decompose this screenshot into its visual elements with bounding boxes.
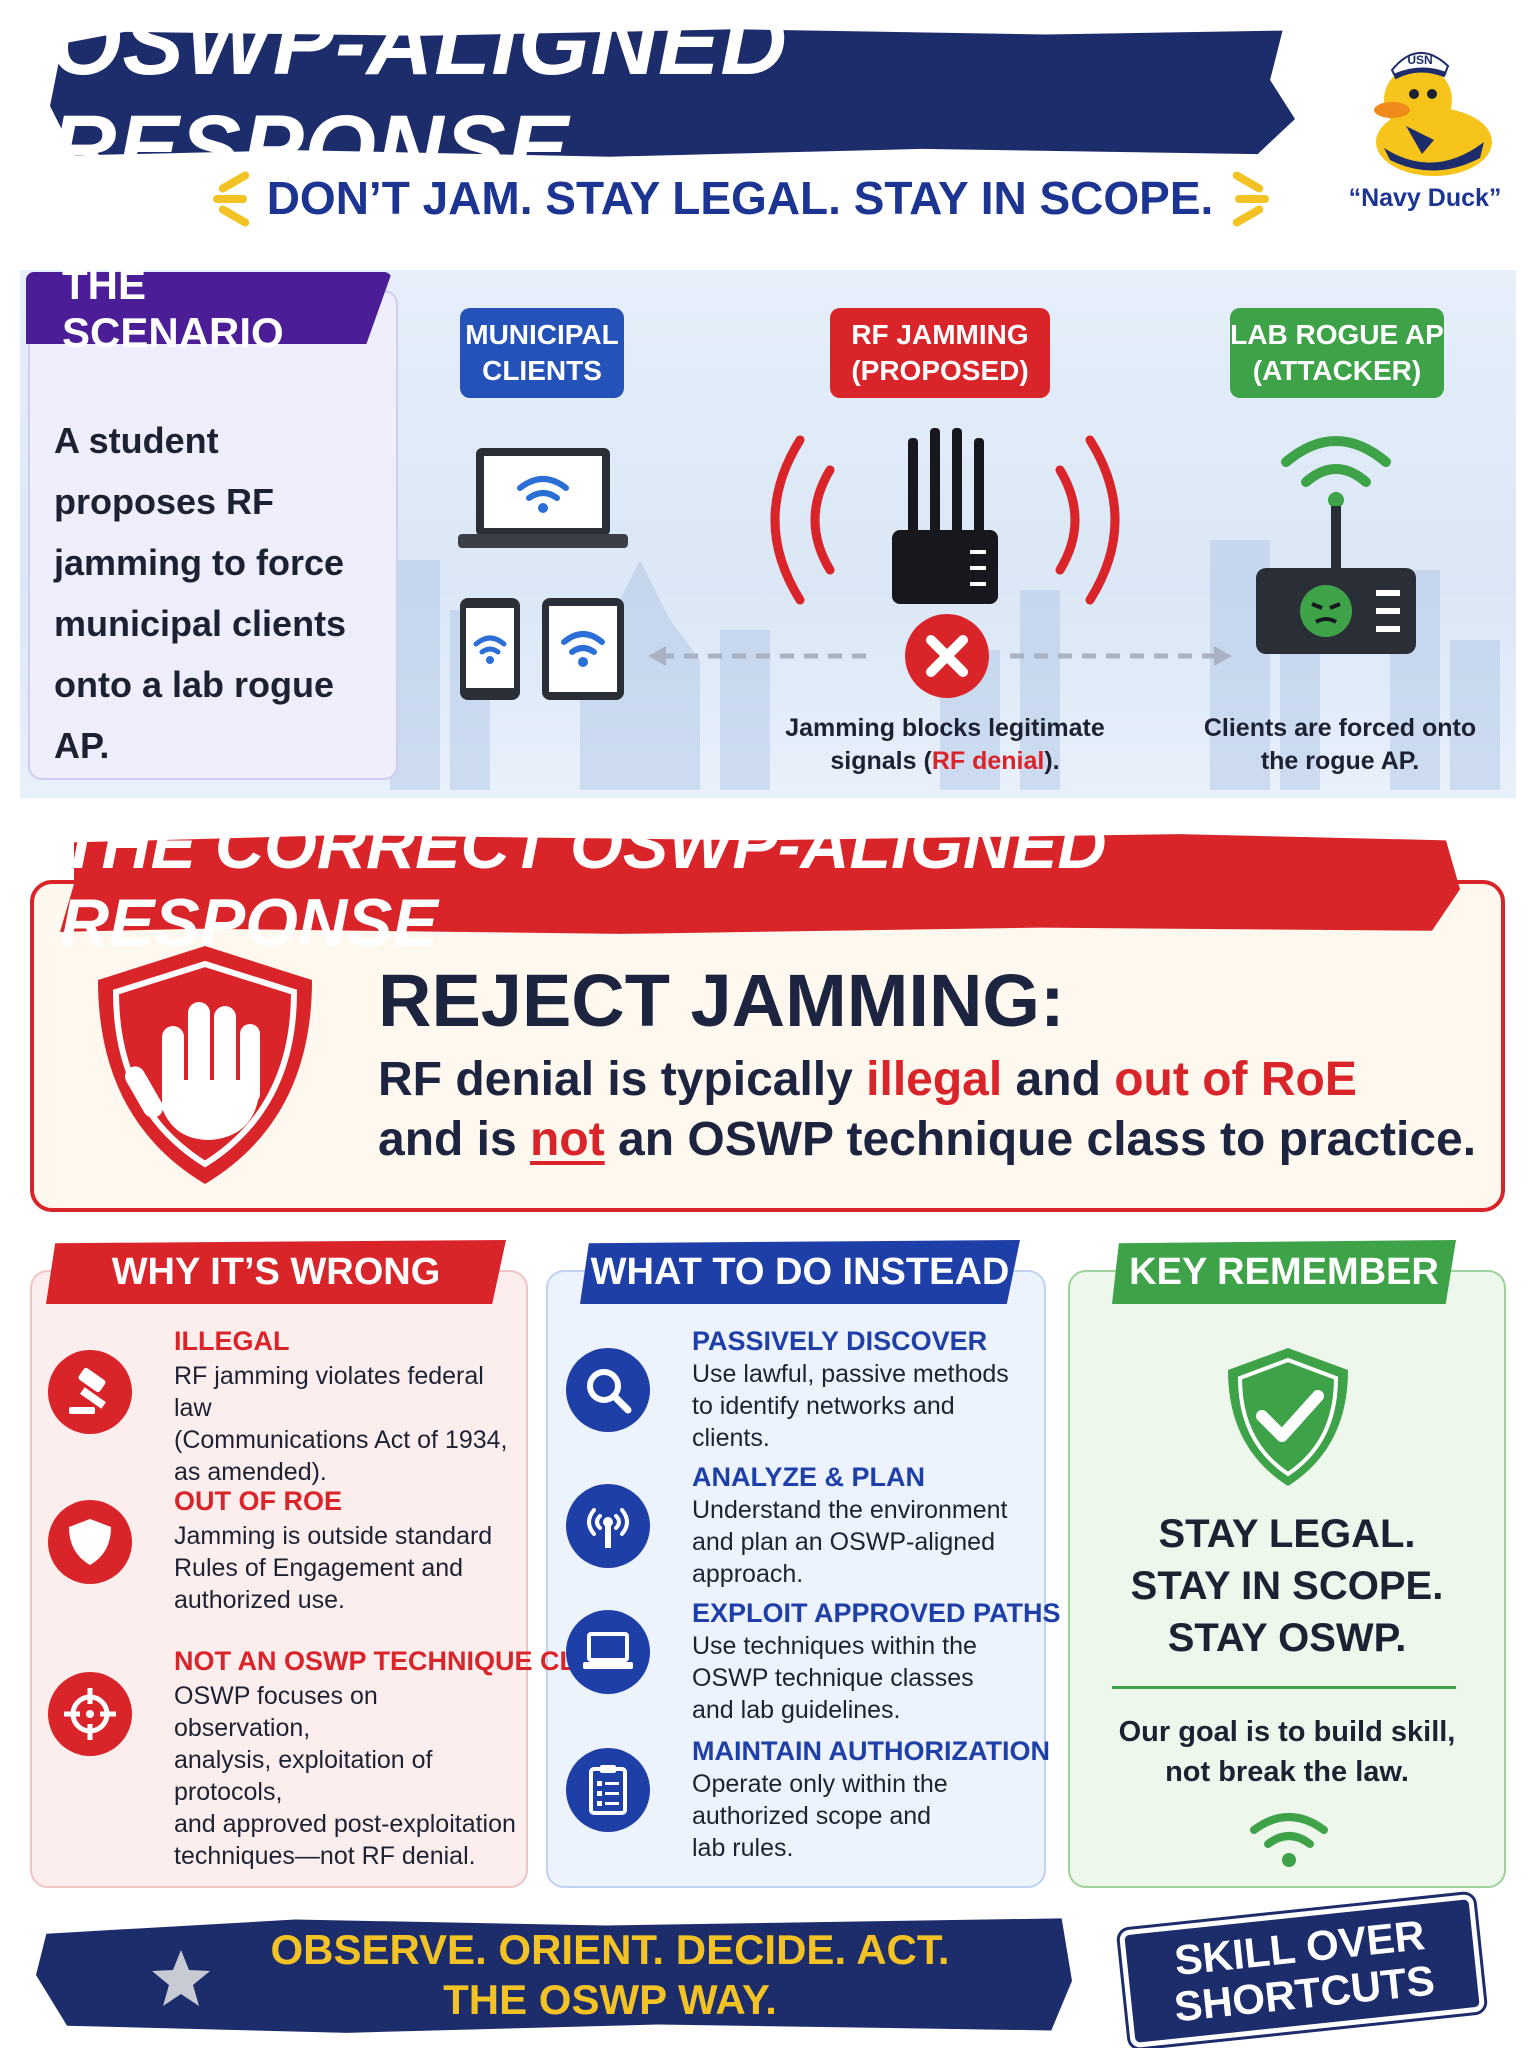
instead-item-title: ANALYZE & PLAN <box>692 1462 926 1492</box>
check-shield-icon <box>1228 1348 1348 1486</box>
laptop-icon <box>566 1610 650 1694</box>
stop-hand-shield-icon <box>98 946 312 1184</box>
antenna-icon <box>566 1484 650 1568</box>
rogue-ap-router-icon <box>1256 436 1416 654</box>
reject-heading: REJECT JAMMING: <box>378 959 1065 1042</box>
laptop-wifi-icon <box>458 448 628 548</box>
rogue-ap-label: LAB ROGUE AP(ATTACKER) <box>1230 308 1444 398</box>
jamming-caption: Jamming blocks legitimate signals (RF de… <box>785 714 1105 775</box>
sparkle-right-icon <box>1227 168 1277 228</box>
blocked-x-icon <box>905 614 989 698</box>
signal-path-arrows <box>648 646 1232 666</box>
shield-icon <box>48 1500 132 1584</box>
rogue-caption: Clients are forced onto the rogue AP. <box>1203 714 1477 775</box>
footer-motto: OBSERVE. ORIENT. DECIDE. ACT. THE OSWP W… <box>270 1926 950 2023</box>
page-title: OSWP-ALIGNED RESPONSE <box>50 0 788 199</box>
key-remember-tab: KEY REMEMBER <box>1112 1240 1456 1304</box>
stay-motto: STAY LEGAL.STAY IN SCOPE.STAY OSWP. <box>1130 1512 1444 1660</box>
response-banner-bg <box>60 834 1460 934</box>
phone-wifi-icon <box>460 598 520 700</box>
star-icon <box>152 1950 210 2006</box>
why-wrong-tab: WHY IT’S WRONG <box>46 1240 506 1304</box>
jammer-device-icon <box>770 428 1120 605</box>
mascot-caption: “Navy Duck” <box>1348 184 1502 212</box>
instead-item-title: PASSIVELY DISCOVER <box>692 1326 988 1356</box>
footer-banner-bg <box>36 1918 1072 2033</box>
subtitle-row: DON’T JAM. STAY LEGAL. STAY IN SCOPE. <box>200 168 1280 228</box>
response-banner: THE CORRECT OSWP-ALIGNED RESPONSE <box>60 807 1107 961</box>
instead-item-title: MAINTAIN AUTHORIZATION <box>692 1736 1050 1766</box>
scenario-text: A student proposes RF jamming to force m… <box>54 420 347 766</box>
crosshair-icon <box>48 1672 132 1756</box>
gavel-icon <box>48 1350 132 1434</box>
instead-item-title: EXPLOIT APPROVED PATHS <box>692 1598 1061 1628</box>
divider <box>1112 1686 1456 1689</box>
sparkle-left-icon <box>203 168 253 228</box>
navy-duck-mascot: USN <box>1356 30 1506 180</box>
scenario-tab: THE SCENARIO <box>62 261 284 356</box>
tablet-wifi-icon <box>542 598 624 700</box>
wifi-icon <box>1250 1813 1328 1867</box>
skill-over-shortcuts-stamp: SKILL OVER SHORTCUTS <box>1115 1889 1489 2048</box>
why-item-title: NOT AN OSWP TECHNIQUE CLASS <box>174 1646 632 1676</box>
subtitle: DON’T JAM. STAY LEGAL. STAY IN SCOPE. <box>266 172 1214 224</box>
scenario-card <box>28 290 398 780</box>
why-item-body: RF jamming violates federal law(Communic… <box>174 1362 508 1486</box>
title-banner-bg <box>50 29 1295 157</box>
why-item-title: OUT OF ROE <box>174 1486 342 1516</box>
hat-text: USN <box>1407 53 1432 67</box>
why-item-body: OSWP focuses on observation,analysis, ex… <box>174 1682 516 1870</box>
checklist-icon <box>566 1748 650 1832</box>
goal-text: Our goal is to build skill,not break the… <box>1118 1716 1456 1788</box>
rf-jamming-label: RF JAMMING(PROPOSED) <box>830 308 1050 398</box>
what-to-do-tab: WHAT TO DO INSTEAD <box>580 1240 1020 1304</box>
reject-line-2: and is not an OSWP technique class to pr… <box>378 1113 1477 1166</box>
reject-line-1: RF denial is typically illegal and out o… <box>378 1053 1357 1106</box>
magnifier-icon <box>566 1348 650 1432</box>
scenario-tab-bg <box>26 272 392 344</box>
why-item-title: ILLEGAL <box>174 1326 290 1356</box>
